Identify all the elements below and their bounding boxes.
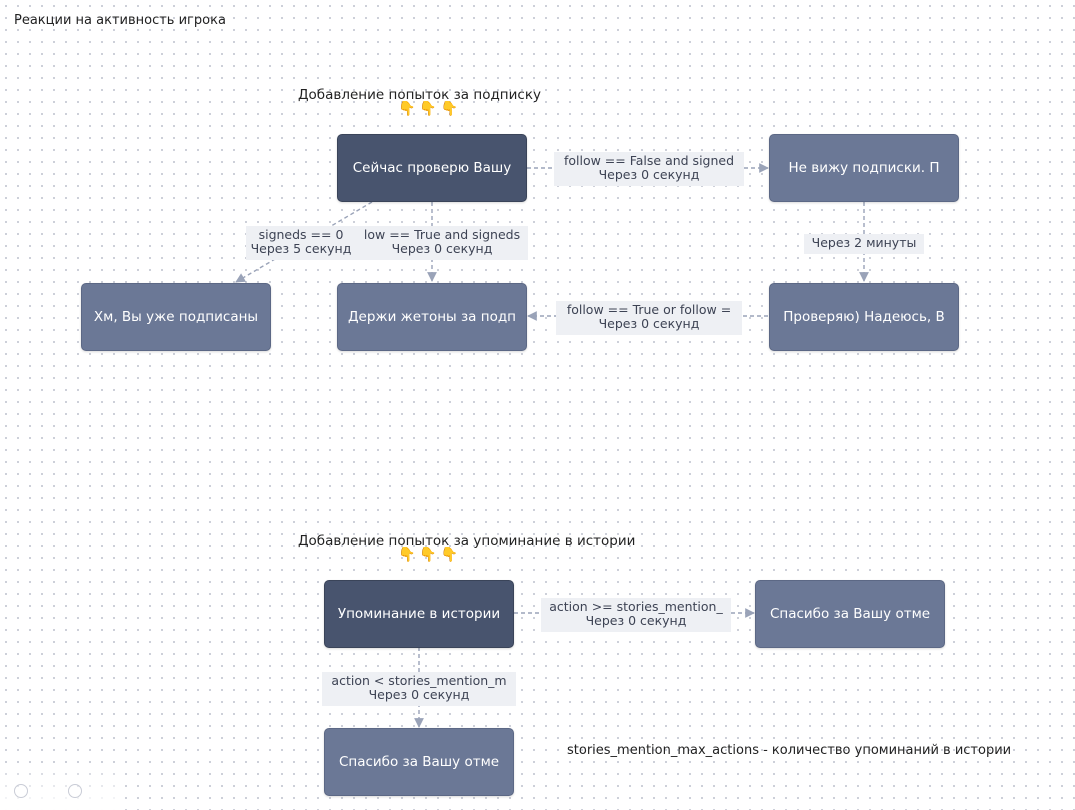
pointing-down-emoji-icons: 👇👇👇 [398,101,463,117]
node-thanks-bottom[interactable]: Спасибо за Вашу отме [324,728,514,796]
edge-condition: signeds == 0 [258,227,344,242]
edge-delay: Через 2 минуты [811,235,917,250]
edge-label-mention-to-thanks-right[interactable]: action >= stories_mention_ Через 0 секун… [541,598,731,632]
edge-condition: action >= stories_mention_ [549,599,723,614]
node-thanks-right[interactable]: Спасибо за Вашу отме [755,580,945,648]
edge-label-check-to-tokens[interactable]: low == True and signeds Через 0 секунд [356,226,528,260]
note-stories-mention-max-actions: stories_mention_max_actions - количество… [567,743,1012,758]
edge-condition: action < stories_mention_m [331,673,507,688]
edge-delay: Через 0 секунд [598,316,700,331]
edge-label-check-to-already[interactable]: signeds == 0 Через 5 секунд [246,226,356,260]
edge-condition: follow == True or follow = [566,302,732,317]
edge-condition: low == True and signeds [363,227,521,242]
zoom-out-icon[interactable] [14,784,28,798]
edge-label-recheck-to-tokens[interactable]: follow == True or follow = Через 0 секун… [556,301,742,335]
node-no-subscription[interactable]: Не вижу подписки. П [769,134,959,202]
edge-label-check-to-nosub[interactable]: follow == False and signed Через 0 секун… [554,152,744,186]
edge-delay: Через 0 секунд [391,241,493,256]
edge-label-nosub-to-recheck[interactable]: Через 2 минуты [804,234,924,254]
node-already-subscribed[interactable]: Хм, Вы уже подписаны [81,283,271,351]
node-check-subscription[interactable]: Сейчас проверю Вашу [337,134,527,202]
edge-delay: Через 0 секунд [598,167,700,182]
node-give-tokens[interactable]: Держи жетоны за подп [337,283,527,351]
edge-label-mention-to-thanks-bottom[interactable]: action < stories_mention_m Через 0 секун… [322,672,516,706]
edge-delay: Через 0 секунд [368,687,470,702]
section-title-story-mention: Добавление попыток за упоминание в истор… [298,533,636,549]
section-title-subscription: Добавление попыток за подписку [298,87,541,103]
edge-condition: follow == False and signed [563,153,735,168]
edge-delay: Через 5 секунд [250,241,352,256]
zoom-in-icon[interactable] [68,784,82,798]
page-title: Реакции на активность игрока [14,13,226,28]
node-story-mention[interactable]: Упоминание в истории [324,580,514,648]
edge-delay: Через 0 секунд [585,613,687,628]
node-recheck[interactable]: Проверяю) Надеюсь, В [769,283,959,351]
pointing-down-emoji-icons: 👇👇👇 [398,547,463,563]
